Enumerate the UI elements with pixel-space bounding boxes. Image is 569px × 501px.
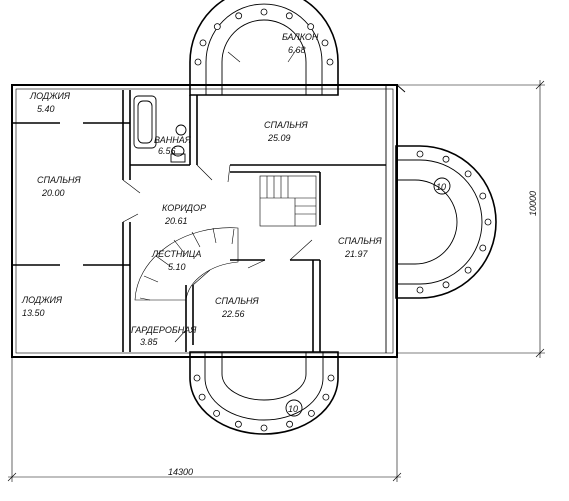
room-area: 5.40: [37, 104, 55, 114]
column-circle: [464, 170, 472, 178]
door-swings: [122, 49, 313, 343]
room-name: СПАЛЬНЯ: [37, 175, 82, 185]
straight-stair: [259, 175, 317, 227]
room-label-bedroom-top: СПАЛЬНЯ 25.09: [264, 120, 309, 143]
column-circle: [260, 8, 268, 16]
bottom-bay: [189, 351, 339, 435]
column-circle: [416, 286, 424, 294]
column-circle: [479, 192, 487, 200]
column-circle: [194, 58, 202, 66]
column-circle: [235, 12, 243, 20]
right-bay: [395, 145, 497, 299]
room-label-loggia-bottom: ЛОДЖИЯ 13.50: [21, 295, 63, 318]
height-dimension-label: 10000: [528, 191, 538, 216]
room-label-loggia-top: ЛОДЖИЯ 5.40: [29, 91, 71, 114]
column-circle: [307, 23, 315, 31]
room-area: 13.50: [22, 308, 45, 318]
room-name: ВАННАЯ: [154, 135, 192, 145]
room-name: ЛЕСТНИЦА: [151, 249, 201, 259]
room-name: ЛОДЖИЯ: [29, 91, 71, 101]
column-circle: [479, 244, 487, 252]
room-area: 6.68: [288, 45, 306, 55]
spiral-stair: [134, 227, 239, 301]
right-bay-marker: 10: [433, 177, 451, 195]
top-bay: [189, 0, 339, 96]
room-name: ЛОДЖИЯ: [21, 295, 63, 305]
column-circle: [307, 409, 315, 417]
column-circle: [286, 420, 294, 428]
room-area: 22.56: [221, 309, 245, 319]
column-circle: [326, 58, 334, 66]
room-name: КОРИДОР: [162, 203, 206, 213]
column-circle: [213, 409, 221, 417]
room-name: СПАЛЬНЯ: [215, 296, 260, 306]
toilet: [170, 145, 186, 163]
column-circle: [484, 218, 492, 226]
bottom-bay-marker: 10: [285, 399, 303, 417]
bathtub: [133, 95, 157, 149]
column-circle: [321, 39, 329, 47]
outer-walls: [11, 84, 406, 358]
room-label-balcony: БАЛКОН 6.68: [282, 32, 319, 55]
room-label-bathroom: ВАННАЯ 6.56: [154, 135, 192, 156]
dimension-height: 10000: [397, 80, 545, 358]
sink: [175, 124, 187, 136]
room-label-corridor: КОРИДОР 20.61: [162, 203, 206, 226]
column-circle: [464, 266, 472, 274]
column-circle: [260, 424, 268, 432]
room-area: 3.85: [140, 337, 159, 347]
room-label-bedroom-left: СПАЛЬНЯ 20.00: [37, 175, 82, 198]
column-circle: [442, 155, 450, 163]
room-label-wardrobe: ГАРДЕРОБНАЯ 3.85: [131, 325, 197, 347]
interior-walls: [12, 90, 386, 352]
svg-text:10: 10: [288, 404, 298, 414]
column-circle: [327, 374, 335, 382]
room-label-stair: ЛЕСТНИЦА 5.10: [151, 249, 201, 272]
room-area: 20.61: [164, 216, 188, 226]
dimension-width: 14300: [7, 357, 402, 482]
column-circle: [213, 23, 221, 31]
column-circle: [416, 150, 424, 158]
room-area: 21.97: [344, 249, 369, 259]
room-label-bedroom-right: СПАЛЬНЯ 21.97: [338, 236, 383, 259]
room-label-bedroom-bottom: СПАЛЬНЯ 22.56: [215, 296, 260, 319]
room-name: СПАЛЬНЯ: [338, 236, 383, 246]
column-circle: [322, 393, 330, 401]
room-name: БАЛКОН: [282, 32, 319, 42]
room-area: 20.00: [41, 188, 65, 198]
room-area: 6.56: [158, 146, 176, 156]
room-area: 5.10: [168, 262, 186, 272]
room-area: 25.09: [267, 133, 291, 143]
column-circle: [285, 12, 293, 20]
column-circle: [442, 281, 450, 289]
column-circle: [198, 393, 206, 401]
bay-window-circles: [193, 8, 492, 432]
column-circle: [193, 374, 201, 382]
column-circle: [199, 39, 207, 47]
room-name: СПАЛЬНЯ: [264, 120, 309, 130]
svg-text:10: 10: [436, 182, 446, 192]
column-circle: [234, 420, 242, 428]
width-dimension-label: 14300: [168, 467, 193, 477]
room-name: ГАРДЕРОБНАЯ: [131, 325, 197, 335]
